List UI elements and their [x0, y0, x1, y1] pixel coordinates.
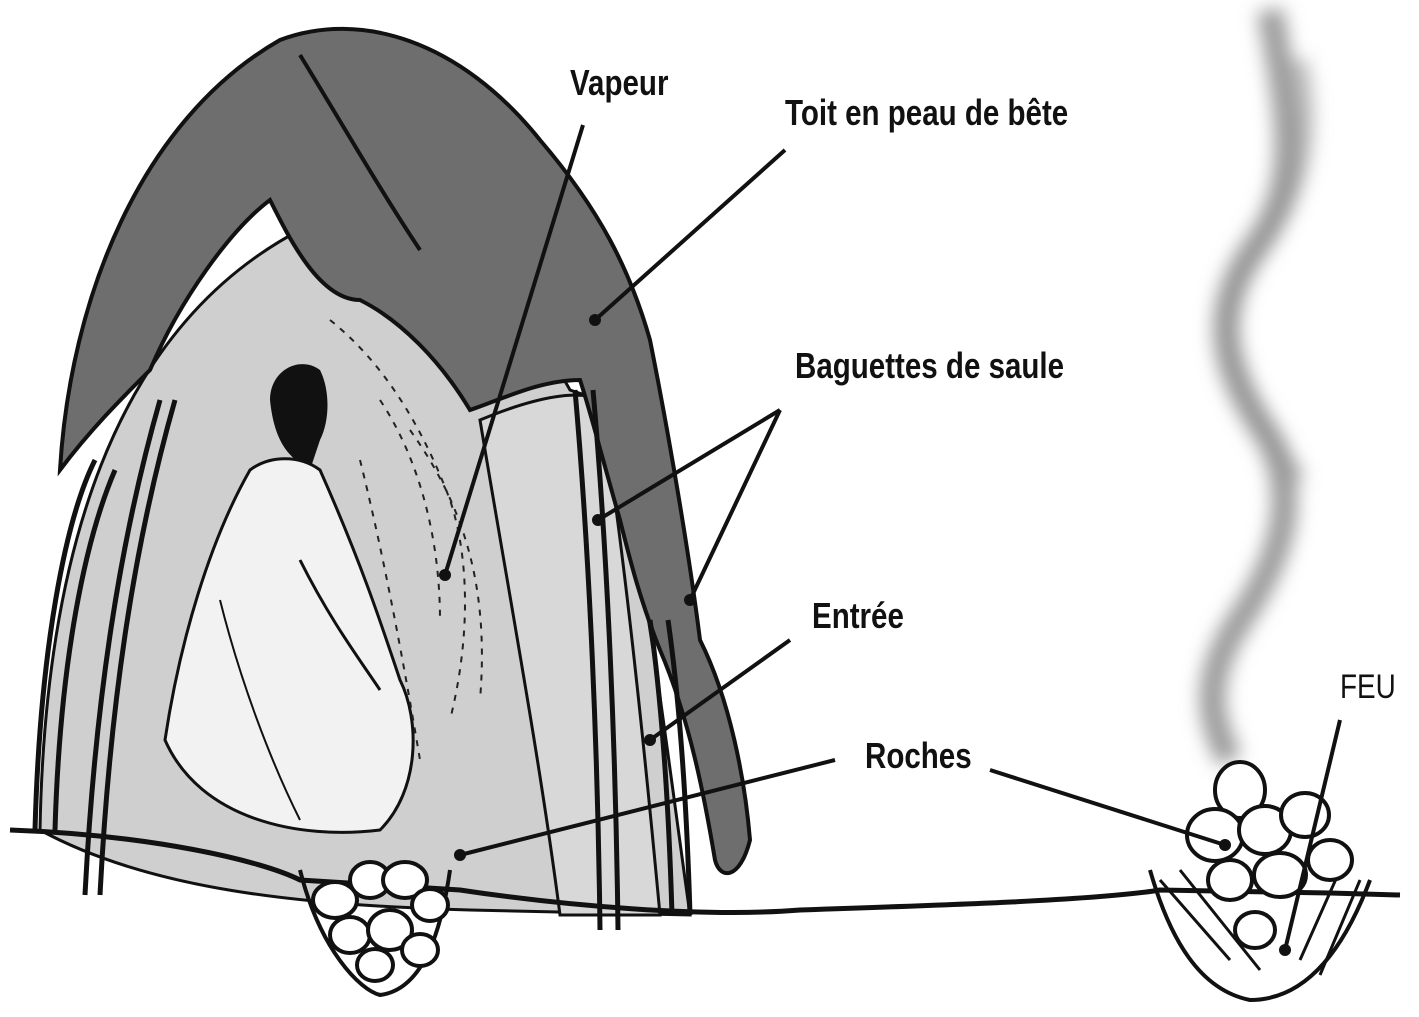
label-entrance: Entrée	[812, 595, 904, 637]
label-roof: Toit en peau de bête	[785, 92, 1068, 134]
smoke-column	[1213, 10, 1307, 760]
label-fire: FEU	[1340, 668, 1396, 707]
label-willow-rods: Baguettes de saule	[795, 345, 1064, 387]
fire-pit	[1150, 762, 1370, 1000]
label-rocks: Roches	[865, 735, 972, 777]
label-steam: Vapeur	[570, 62, 668, 104]
